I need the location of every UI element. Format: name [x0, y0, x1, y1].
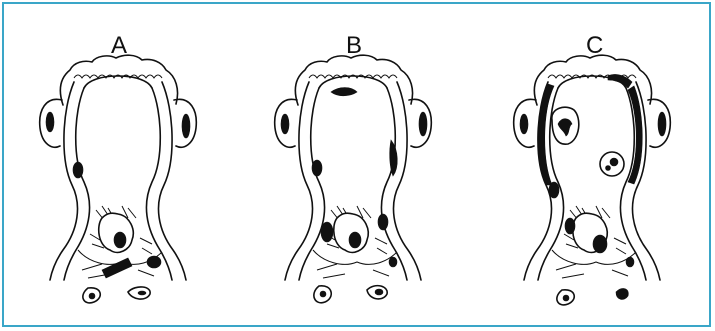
lesion-c-4 — [565, 218, 575, 234]
lesion-b-8 — [378, 214, 388, 230]
lesion-a-1 — [46, 112, 54, 132]
lesion-c-7 — [616, 289, 628, 300]
lesion-b-2 — [419, 112, 427, 136]
lesion-a-5 — [102, 258, 132, 278]
lesion-c-5 — [593, 235, 607, 253]
panel-a-diagram — [40, 55, 197, 303]
lesion-a-4 — [114, 232, 126, 248]
lesion-b-5 — [312, 160, 322, 176]
lesion-b-6 — [321, 222, 333, 242]
lesion-b-9 — [389, 257, 397, 267]
lesion-c-2 — [658, 112, 666, 136]
panel-c-diagram — [514, 55, 671, 305]
panel-b-diagram — [275, 55, 432, 303]
lesion-c-3 — [549, 182, 559, 198]
lesion-b-3 — [331, 88, 357, 96]
lesion-c-1 — [520, 114, 528, 134]
lesion-c-top — [608, 74, 632, 88]
lesion-a-6 — [147, 256, 161, 268]
lesion-b-1 — [281, 114, 289, 134]
lesion-a-3 — [73, 162, 83, 178]
lesion-c-6 — [626, 257, 634, 267]
lesion-a-2 — [182, 114, 190, 138]
lesion-b-7 — [349, 232, 361, 248]
